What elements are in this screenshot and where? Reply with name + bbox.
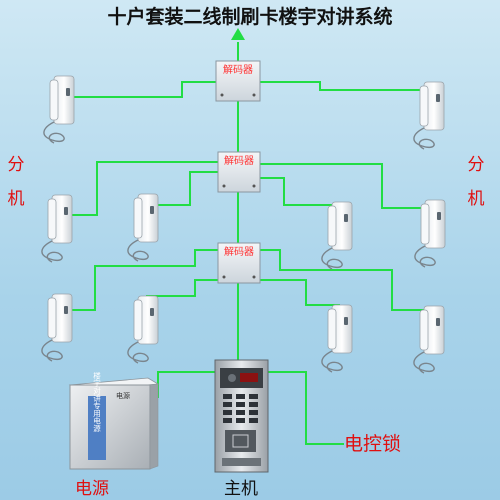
handset-9 (321, 304, 353, 373)
handset-10 (413, 305, 445, 374)
handset-3 (41, 194, 73, 263)
wire-11 (260, 279, 340, 306)
wire-3 (260, 81, 432, 91)
wire-10 (260, 249, 432, 311)
wire-8 (60, 249, 218, 311)
handset-1 (43, 75, 75, 144)
main-unit-keypad (223, 394, 258, 423)
power-supply-unit: 电源 楼宇对讲专用电源 (68, 371, 160, 470)
wire-7 (260, 177, 340, 206)
wire-13 (268, 371, 344, 445)
side-label-right: 分 机 (466, 148, 486, 216)
wire-2 (62, 81, 216, 98)
power-supply-vertical-text: 楼宇对讲专用电源 (92, 371, 101, 434)
decoder-middle: 解码器 (217, 151, 261, 193)
decoder-bottom: 解码器 (217, 242, 261, 284)
handset-2 (413, 81, 445, 150)
handset-7 (41, 293, 73, 362)
handset-6 (414, 199, 446, 268)
side-label-right-char-1: 分 (467, 155, 485, 175)
decoder-bottom-label: 解码器 (224, 245, 254, 258)
wire-6 (260, 163, 433, 209)
decoder-middle-label: 解码器 (224, 154, 254, 167)
power-supply-top-text: 电源 (116, 391, 130, 400)
side-label-left: 分 机 (6, 148, 26, 216)
side-label-left-char-2: 机 (7, 189, 25, 209)
side-label-right-char-2: 机 (467, 189, 485, 209)
handset-8 (127, 295, 159, 364)
handset-4 (127, 193, 159, 262)
decoder-top-label: 解码器 (223, 63, 253, 76)
wire-9 (146, 279, 218, 297)
wiring (60, 42, 433, 445)
side-label-left-char-1: 分 (7, 155, 25, 175)
diagram-title: 十户套装二线制刷卡楼宇对讲系统 (107, 6, 393, 28)
wire-4 (60, 161, 218, 216)
main-entrance-unit (214, 359, 269, 473)
handset-5 (321, 201, 353, 270)
power-supply-label: 电源 (75, 479, 109, 499)
electric-lock-label: 电控锁 (344, 433, 402, 455)
decoder-top: 解码器 (215, 60, 261, 102)
main-unit-label: 主机 (224, 479, 258, 499)
up-arrow-icon (231, 28, 245, 40)
wire-12 (157, 371, 215, 398)
wire-5 (146, 171, 218, 206)
